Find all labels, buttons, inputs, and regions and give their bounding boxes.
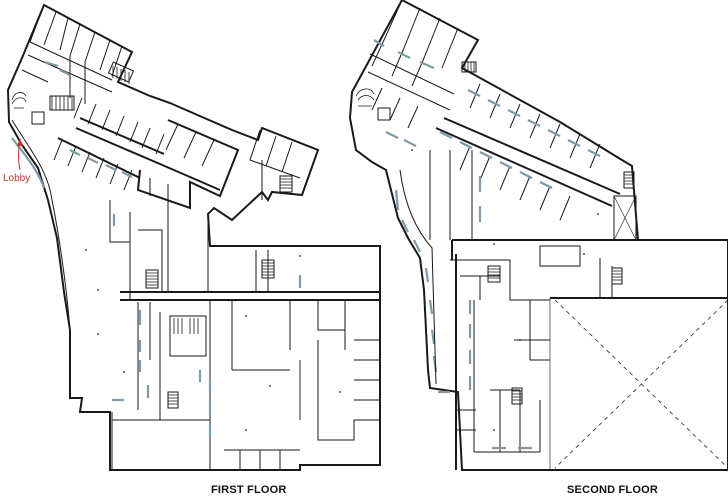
diagonal-windows-2f [439,89,601,189]
stair-treads-mid [51,96,73,110]
lobby-core [31,111,45,125]
second-floor-plan [348,0,728,471]
south-stair-treads [168,394,178,405]
diagonal-corridor-2f [435,117,621,207]
west-curve-inner [399,169,437,385]
lobby-glazing [11,137,46,189]
stair-2f-east [623,171,635,189]
diagonal-corridor [57,117,221,191]
top-wing-windows-2f [373,39,435,147]
second-floor-outline [348,0,728,471]
top-wing-partitions [21,4,123,104]
lobby-curved-wall [11,119,71,331]
west-curve-windows [394,189,438,373]
stair-2f-central-treads [488,268,500,279]
stair-2f-ne-treads [612,270,622,281]
stair-2f-ne [611,267,623,285]
second-floor-label: SECOND FLOOR [567,484,659,496]
elevator-x [613,195,637,241]
first-floor-label: FIRST FLOOR [211,484,287,496]
north-room-row [53,97,165,191]
first-floor-plan [6,3,381,471]
stair-treads-top [112,66,130,84]
central-block-2f [451,239,638,470]
lobby-core-2f [377,107,391,121]
stair-2f-east-treads [624,174,634,185]
north-room-windows [44,60,133,178]
stair-core-top [107,61,135,83]
central-partitions-2f [429,150,613,453]
central-block-partitions [149,123,215,200]
elevator-block [49,95,75,111]
stair-treads-2f-top [464,62,475,72]
main-block-grid [109,200,380,470]
central-windows-2f [438,176,532,450]
stair-2f-south-treads [512,390,522,401]
first-floor-column-dots [85,249,341,431]
central-restroom-core [169,315,207,357]
stair-2f-central [487,265,501,283]
second-floor-column-dots [411,149,701,471]
stair-core-2f-top [461,61,477,73]
first-floor-outline [6,3,381,471]
east-wing-rooms [249,129,301,200]
roof-area-dashed-x [554,299,728,469]
west-stair-treads [146,272,158,286]
top-wing-partitions-2f [367,0,459,129]
spiral-stair [11,92,27,109]
lobby-arrow [17,138,23,171]
diagonal-rooms-2f [459,83,601,221]
north-stair-main-treads [262,262,274,276]
spiral-stair-2f [355,88,375,107]
main-corridor-ew [120,291,380,301]
east-stair-treads [280,178,292,189]
south-stair [167,391,179,409]
stair-2f-south [511,387,523,405]
lobby-label: Lobby [3,173,31,184]
central-stair [173,318,199,334]
central-block [136,119,240,210]
east-stair [279,175,293,193]
first-floor-windows [112,214,302,437]
